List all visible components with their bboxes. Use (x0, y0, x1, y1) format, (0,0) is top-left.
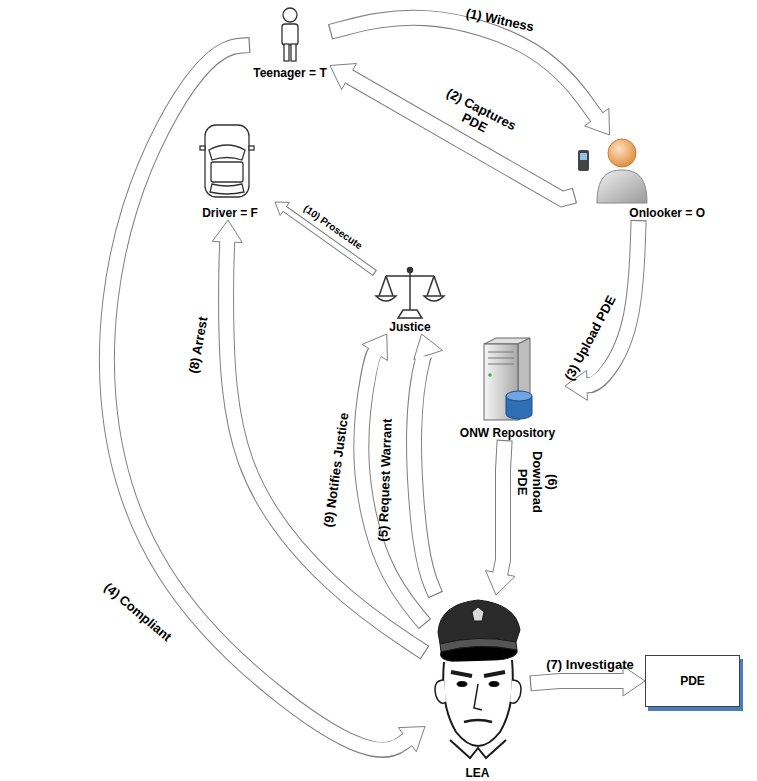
officer-nose (474, 684, 482, 710)
node-label: Justice (389, 320, 430, 334)
scales-beam (386, 275, 434, 277)
police-cap (438, 600, 520, 644)
block-arrow (361, 334, 425, 624)
scales-icon (376, 268, 444, 319)
agency-node: LEA (425, 595, 530, 780)
teenager-leg (284, 44, 289, 61)
block-arrow (565, 220, 639, 400)
onlooker-body (597, 170, 647, 203)
block-arrow (486, 440, 515, 595)
officer-eye (457, 682, 467, 687)
arrow-outline (226, 242, 425, 653)
repository-node: ONW Repository (450, 335, 565, 440)
edge-label: (10) Prosecute (300, 201, 365, 253)
car-roof (211, 162, 243, 182)
officer-mouth (464, 720, 492, 722)
database-top (506, 391, 532, 401)
car-windshield (209, 145, 245, 160)
node-label: Teenager = T (253, 66, 326, 80)
arrow-head (623, 666, 645, 696)
edge-label: (9) Notifies Justice (321, 412, 352, 529)
scales-string (386, 276, 393, 296)
officer-face (443, 660, 513, 746)
onlooker-icon (578, 139, 647, 203)
arrow-body (282, 207, 374, 272)
block-arrow (212, 220, 425, 653)
block-arrow (330, 18, 610, 135)
teenager-head (283, 8, 297, 22)
phone-icon (578, 150, 589, 171)
cap-badge (472, 607, 484, 621)
node-label: ONW Repository (460, 426, 555, 440)
block-arrow (330, 63, 575, 199)
car-body (205, 125, 249, 197)
server-slot (488, 352, 514, 353)
officer-brow (451, 672, 472, 676)
edge-label: (5) Request Warrant (375, 418, 394, 541)
teenager-body (282, 24, 298, 45)
edge-label: (3) Upload PDE (561, 293, 618, 383)
phone-screen (580, 153, 587, 160)
node-label: PDE (680, 674, 705, 688)
server-icon (484, 338, 532, 420)
arrow-body (346, 75, 573, 199)
officer-ear (435, 680, 446, 703)
scales-string (434, 276, 441, 296)
actor-node: Onlooker = O (575, 135, 705, 220)
officer-ear (510, 680, 521, 703)
edge-label: (2) Captures PDE (429, 81, 527, 151)
server-slot (488, 358, 514, 359)
edge-label: (4) Compliant (101, 580, 174, 645)
scales-string (379, 276, 386, 296)
arrow-body (531, 681, 626, 683)
edge-label: (6) Download PDE (515, 446, 560, 518)
justice-node: Justice (375, 262, 445, 334)
scales-base (398, 310, 422, 318)
arrow-body (226, 239, 424, 652)
scales-pan (376, 296, 396, 301)
car-icon (200, 125, 254, 197)
arrow-body (584, 221, 639, 385)
vehicle-node: Driver = F (185, 120, 275, 220)
car-mirror (249, 146, 254, 150)
cap-visor (440, 646, 517, 662)
arrow-body (500, 441, 505, 576)
server-slot (488, 364, 514, 365)
teenager-icon (282, 8, 298, 61)
onlooker-head (608, 139, 636, 167)
scales-pan (424, 296, 444, 301)
edge-label: (7) Investigate (546, 657, 633, 672)
arrow-body (331, 18, 598, 120)
arrow-body (361, 350, 424, 623)
officer-collar (450, 740, 506, 758)
node-label: Onlooker = O (629, 206, 705, 220)
arrow-body (414, 350, 435, 594)
block-arrow (530, 666, 645, 696)
edge-label: (8) Arrest (186, 315, 211, 374)
node-label: LEA (466, 766, 490, 780)
officer-eye (489, 682, 499, 687)
evidence-box: PDE (645, 655, 740, 707)
officer-brow (484, 672, 505, 676)
block-arrow (107, 45, 425, 752)
car-rear-window (210, 184, 244, 194)
node-label: Driver = F (202, 206, 258, 220)
block-arrow (414, 334, 443, 595)
block-arrow (275, 202, 375, 273)
police-officer-icon (435, 600, 521, 758)
teenager-leg (291, 44, 296, 61)
car-mirror (200, 146, 205, 150)
actor-node: Teenager = T (250, 5, 330, 80)
edge-label: (1) Witness (465, 5, 536, 34)
scales-knob (408, 268, 413, 273)
scales-string (427, 276, 434, 296)
server-led (488, 373, 492, 377)
